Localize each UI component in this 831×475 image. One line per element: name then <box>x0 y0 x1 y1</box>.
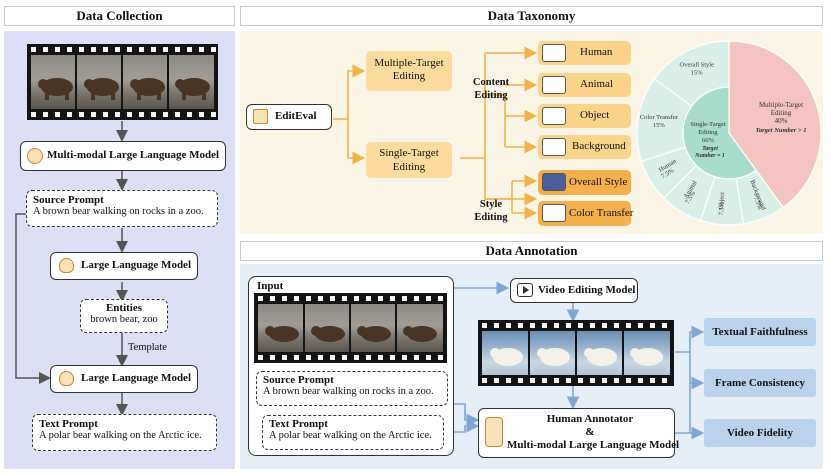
annotation-arrows <box>453 281 705 440</box>
data-annotation-title: Data Annotation <box>240 241 823 261</box>
pie-value-color_transfer: 15% <box>653 122 666 129</box>
content-item-object: Object <box>538 104 631 128</box>
data-collection-title: Data Collection <box>4 6 235 26</box>
pie-single-note-1: Target <box>702 146 718 152</box>
pie-label-object: Object <box>718 192 726 210</box>
head-icon <box>59 371 74 386</box>
pie-value-overall_style: 15% <box>691 70 704 77</box>
car-icon <box>542 107 566 125</box>
pie-single-label-1: Single-Target <box>690 121 725 128</box>
annotator-line1: Human Annotator <box>546 413 634 425</box>
polar-bear-frames <box>490 331 663 375</box>
input-video-filmstrip <box>254 293 447 363</box>
pie-slice-single-target <box>682 86 757 180</box>
content-editing-label: Content Editing <box>472 77 510 101</box>
pie-single-value: 60% <box>702 137 715 144</box>
pie-single-label-2: Editing <box>698 129 718 136</box>
editeval-box: EditEval <box>246 104 332 130</box>
video-editing-model-label: Video Editing Model <box>538 284 636 296</box>
annotation-text-prompt-title: Text Prompt <box>269 418 328 430</box>
text-prompt-text: A polar bear walking on the Arctic ice. <box>39 430 202 441</box>
taxonomy-arrows <box>333 46 538 220</box>
annotation-text-prompt-text: A polar bear walking on the Arctic ice. <box>269 430 432 441</box>
annotation-source-prompt-text: A brown bear walking on rocks in a zoo. <box>263 386 434 397</box>
pie-single-note-2: Number = 1 <box>694 153 725 159</box>
llm-label-2: Large Language Model <box>81 372 191 384</box>
pie-multiple-label-1: Multiple-Target <box>759 101 803 109</box>
llm-label-1: Large Language Model <box>81 259 191 271</box>
taxonomy-pie-chart: Background7.5%Object7.5%Animal7.5%Human7… <box>636 40 822 226</box>
pie-multiple-note: Target Number > 1 <box>756 127 807 134</box>
source-prompt-text: A brown bear walking on rocks in a zoo. <box>33 206 204 217</box>
metric-video-fidelity: Video Fidelity <box>704 419 816 447</box>
entities-title: Entities <box>105 302 143 314</box>
source-prompt-title: Source Prompt <box>33 194 104 206</box>
data-taxonomy-title: Data Taxonomy <box>240 6 823 26</box>
bear-frames <box>38 55 210 109</box>
entities-box: Entities brown bear, zoo <box>80 299 168 333</box>
pie-label-color_transfer: Color Transfer <box>640 114 679 121</box>
content-item-animal-label: Animal <box>580 78 613 90</box>
template-label: Template <box>128 342 167 353</box>
annotator-box: Human Annotator & Multi-modal Large Lang… <box>478 408 680 458</box>
play-icon <box>523 286 529 294</box>
background-icon <box>542 138 566 156</box>
style-editing-label: Style Editing <box>474 199 508 223</box>
annotation-source-prompt: Source Prompt A brown bear walking on ro… <box>256 371 448 406</box>
single-target-box: Single-Target Editing <box>366 142 452 178</box>
mllm-box: Multi-modal Large Language Model <box>20 141 226 171</box>
pie-value-background: 7.5% <box>752 195 764 211</box>
input-label: Input <box>257 280 284 292</box>
annotator-line2: & <box>585 426 595 438</box>
style-item-overall: Overall Style <box>538 170 631 195</box>
input-bear-frames <box>265 304 437 352</box>
brain-icon <box>27 148 43 164</box>
source-prompt-box: Source Prompt A brown bear walking on ro… <box>26 190 218 227</box>
palette-icon <box>542 204 566 222</box>
clipboard-icon <box>253 109 268 124</box>
content-item-human: Human <box>538 41 631 65</box>
metric-textual-faithfulness: Textual Faithfulness <box>704 318 816 346</box>
edited-video-filmstrip <box>478 320 674 386</box>
annotation-source-prompt-title: Source Prompt <box>263 374 334 386</box>
style-item-color-label: Color Transfer <box>569 207 634 219</box>
annotator-line3: Multi-modal Large Language Model <box>507 439 680 451</box>
llm-box-2: Large Language Model <box>50 365 198 393</box>
pie-multiple-value: 40% <box>775 117 788 125</box>
pie-label-overall_style: Overall Style <box>680 62 715 69</box>
content-item-animal: Animal <box>538 73 631 97</box>
video-editing-model-box: Video Editing Model <box>510 278 638 303</box>
multiple-target-box: Multiple-Target Editing <box>366 51 452 91</box>
people-icon <box>542 44 566 62</box>
painting-icon <box>542 173 566 191</box>
content-item-object-label: Object <box>580 109 610 121</box>
head-icon <box>59 258 74 273</box>
style-item-color: Color Transfer <box>538 201 634 226</box>
animal-icon <box>542 76 566 94</box>
video-icon <box>517 283 533 297</box>
pie-slice-multiple-target <box>728 40 822 209</box>
content-item-human-label: Human <box>580 46 613 58</box>
content-item-background-label: Background <box>572 140 626 152</box>
text-prompt-box: Text Prompt A polar bear walking on the … <box>32 414 217 451</box>
style-item-overall-label: Overall Style <box>569 176 628 188</box>
content-item-background: Background <box>538 135 631 159</box>
metric-frame-consistency: Frame Consistency <box>704 369 816 397</box>
editeval-label: EditEval <box>275 110 317 122</box>
bear-video-filmstrip <box>27 44 218 120</box>
text-prompt-title: Text Prompt <box>39 418 98 430</box>
pie-multiple-label-2: Editing <box>771 109 792 117</box>
pie-value-object: 7.5% <box>718 201 726 216</box>
entities-text: brown bear, zoo <box>90 314 158 325</box>
collection-arrows <box>15 121 128 416</box>
llm-box-1: Large Language Model <box>50 252 198 280</box>
mllm-label: Multi-modal Large Language Model <box>47 149 220 161</box>
annotation-text-prompt: Text Prompt A polar bear walking on the … <box>262 415 444 450</box>
annotator-icon <box>485 417 503 447</box>
